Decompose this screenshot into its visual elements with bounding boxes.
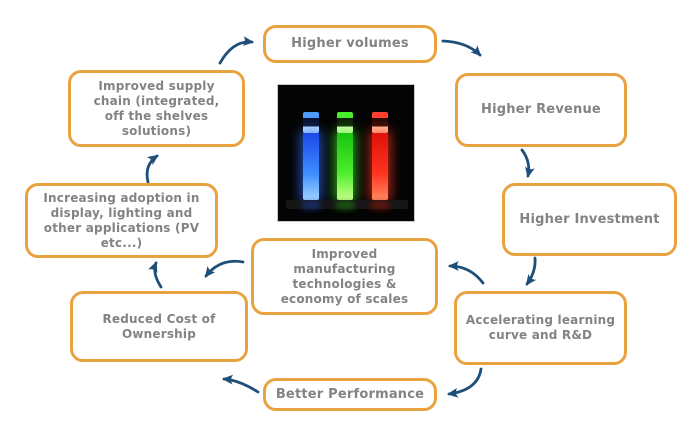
node-reduced-cost: Reduced Cost of Ownership	[70, 291, 248, 362]
blue-reflection	[302, 201, 320, 209]
arrow-supply-to-volumes	[218, 36, 254, 65]
blue-cuvette	[303, 133, 319, 200]
node-better-performance: Better Performance	[263, 378, 437, 411]
arrow-volumes-to-revenue	[441, 39, 482, 57]
arrow-manufacturing-to-left	[204, 259, 245, 278]
arrow-adoption-to-supply	[145, 154, 159, 184]
node-label: Increasing adoption in display, lighting…	[43, 190, 200, 250]
node-label: Accelerating learning curve and R&D	[465, 313, 616, 342]
arrow-accel-to-manufacturing	[448, 261, 485, 285]
red-cuvette-cap	[372, 112, 388, 133]
node-higher-revenue: Higher Revenue	[455, 73, 627, 147]
fluorescent-cuvettes-image	[277, 84, 415, 222]
red-reflection	[371, 201, 389, 209]
arrow-reduced-to-adoption	[148, 261, 163, 289]
green-cuvette	[337, 133, 353, 200]
arrow-investment-to-accel	[525, 256, 537, 286]
arrow-revenue-to-investment	[520, 148, 535, 178]
arrow-accel-to-performance	[447, 367, 483, 398]
node-label: Reduced Cost of Ownership	[102, 311, 216, 341]
green-cuvette-cap	[337, 112, 353, 133]
node-label: Higher volumes	[291, 36, 409, 51]
green-reflection	[336, 201, 354, 209]
node-label: Improved supply chain (integrated, off t…	[93, 78, 220, 138]
node-label: Higher Investment	[519, 211, 660, 227]
blue-cuvette-cap	[303, 112, 319, 133]
node-increasing-adoption: Increasing adoption in display, lighting…	[25, 183, 218, 258]
node-label: Improved manufacturing technologies & ec…	[280, 246, 409, 306]
node-label: Higher Revenue	[481, 102, 601, 117]
red-cuvette	[372, 133, 388, 200]
node-accelerating-learning: Accelerating learning curve and R&D	[454, 291, 627, 365]
node-improved-supply-chain: Improved supply chain (integrated, off t…	[68, 70, 245, 147]
node-higher-volumes: Higher volumes	[263, 25, 437, 63]
arrow-performance-to-reduced	[222, 374, 260, 394]
node-higher-investment: Higher Investment	[502, 183, 677, 256]
node-improved-manufacturing: Improved manufacturing technologies & ec…	[251, 238, 438, 315]
node-label: Better Performance	[275, 386, 425, 402]
